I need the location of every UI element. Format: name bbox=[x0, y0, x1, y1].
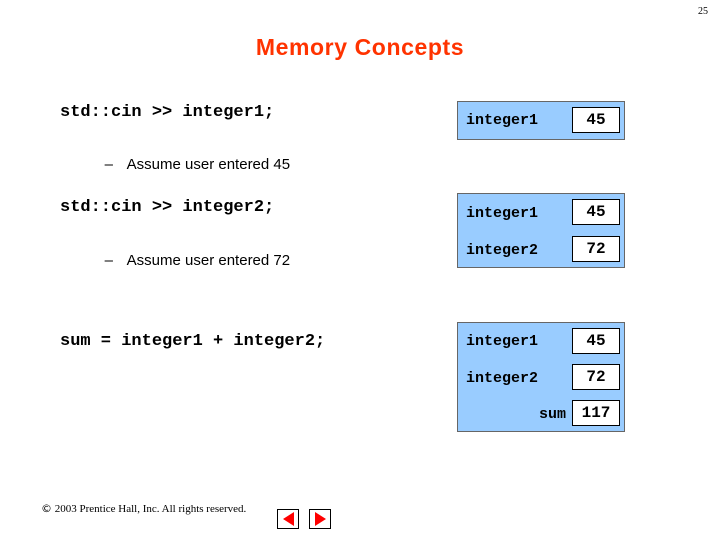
triangle-right-icon bbox=[314, 512, 326, 526]
previous-slide-button[interactable] bbox=[277, 509, 299, 529]
memory-group-3: integer1 45 integer2 72 sum 117 bbox=[457, 322, 625, 432]
memory-group-1: integer1 45 bbox=[457, 101, 625, 140]
slide-number: 25 bbox=[698, 6, 708, 17]
memory-variable-name: integer1 bbox=[466, 333, 539, 350]
memory-variable-value: 72 bbox=[572, 236, 620, 262]
next-slide-button[interactable] bbox=[309, 509, 331, 529]
memory-group-2: integer1 45 integer2 72 bbox=[457, 193, 625, 268]
note-text-1: Assume user entered 45 bbox=[126, 156, 291, 173]
note-text-2: Assume user entered 72 bbox=[126, 252, 291, 269]
triangle-left-icon bbox=[282, 512, 294, 526]
memory-row: integer1 45 bbox=[458, 323, 624, 360]
footer-text: 2003 Prentice Hall, Inc. All rights rese… bbox=[52, 503, 247, 515]
code-line-2: std::cin >> integer2; bbox=[60, 198, 275, 217]
memory-variable-name: integer2 bbox=[466, 369, 539, 387]
code-line-3: sum = integer1 + integer2; bbox=[60, 332, 326, 351]
bullet-dash: – bbox=[104, 252, 114, 269]
memory-variable-name: integer1 bbox=[466, 204, 539, 222]
memory-variable-value: 117 bbox=[572, 400, 620, 426]
memory-variable-name: sum bbox=[538, 405, 566, 423]
memory-row: integer1 45 bbox=[458, 194, 624, 232]
bullet-dash: – bbox=[104, 156, 114, 173]
memory-row: integer1 45 bbox=[458, 102, 624, 139]
memory-variable-value: 45 bbox=[572, 107, 620, 133]
note-line-2: –Assume user entered 72 bbox=[88, 235, 290, 286]
note-line-1: –Assume user entered 45 bbox=[88, 139, 290, 190]
memory-row: sum 117 bbox=[458, 396, 624, 432]
slide-navigation bbox=[277, 509, 331, 529]
memory-variable-name: integer2 bbox=[466, 242, 539, 259]
memory-variable-name: integer1 bbox=[466, 112, 539, 129]
memory-row: integer2 72 bbox=[458, 360, 624, 396]
memory-variable-value: 72 bbox=[572, 364, 620, 390]
page-title: Memory Concepts bbox=[255, 34, 465, 60]
copyright-icon: © bbox=[41, 502, 52, 515]
memory-variable-value: 45 bbox=[572, 199, 620, 225]
code-line-1: std::cin >> integer1; bbox=[60, 103, 275, 122]
footer-copyright: © 2003 Prentice Hall, Inc. All rights re… bbox=[30, 490, 246, 527]
memory-row: integer2 72 bbox=[458, 232, 624, 269]
memory-variable-value: 45 bbox=[572, 328, 620, 354]
